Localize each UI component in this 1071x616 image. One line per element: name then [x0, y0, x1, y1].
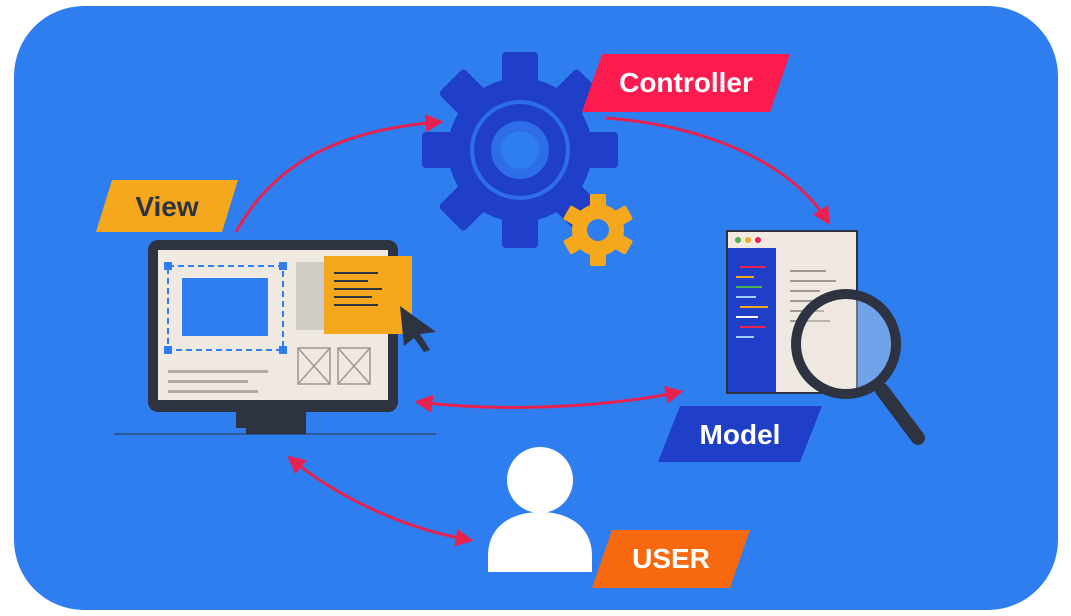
arrows: [234, 114, 830, 547]
arrow-view-model: [414, 385, 684, 413]
controller-tag: Controller: [582, 54, 790, 112]
code-window-icon: [726, 230, 858, 394]
user-icon: [488, 447, 592, 572]
arrow-controller-to-model: [605, 116, 830, 226]
model-label: Model: [700, 419, 781, 450]
magnifier-icon: [791, 289, 925, 445]
monitor-icon: [114, 240, 436, 435]
cursor-icon: [400, 306, 436, 352]
controller-label: Controller: [619, 67, 753, 98]
view-label: View: [135, 191, 199, 222]
arrow-user-view: [287, 455, 474, 547]
user-label: USER: [632, 543, 710, 574]
small-gear-icon: [563, 194, 633, 266]
model-tag: Model: [658, 406, 822, 462]
arrow-view-to-controller: [234, 114, 444, 233]
user-tag: USER: [592, 530, 750, 588]
view-tag: View: [96, 180, 238, 232]
